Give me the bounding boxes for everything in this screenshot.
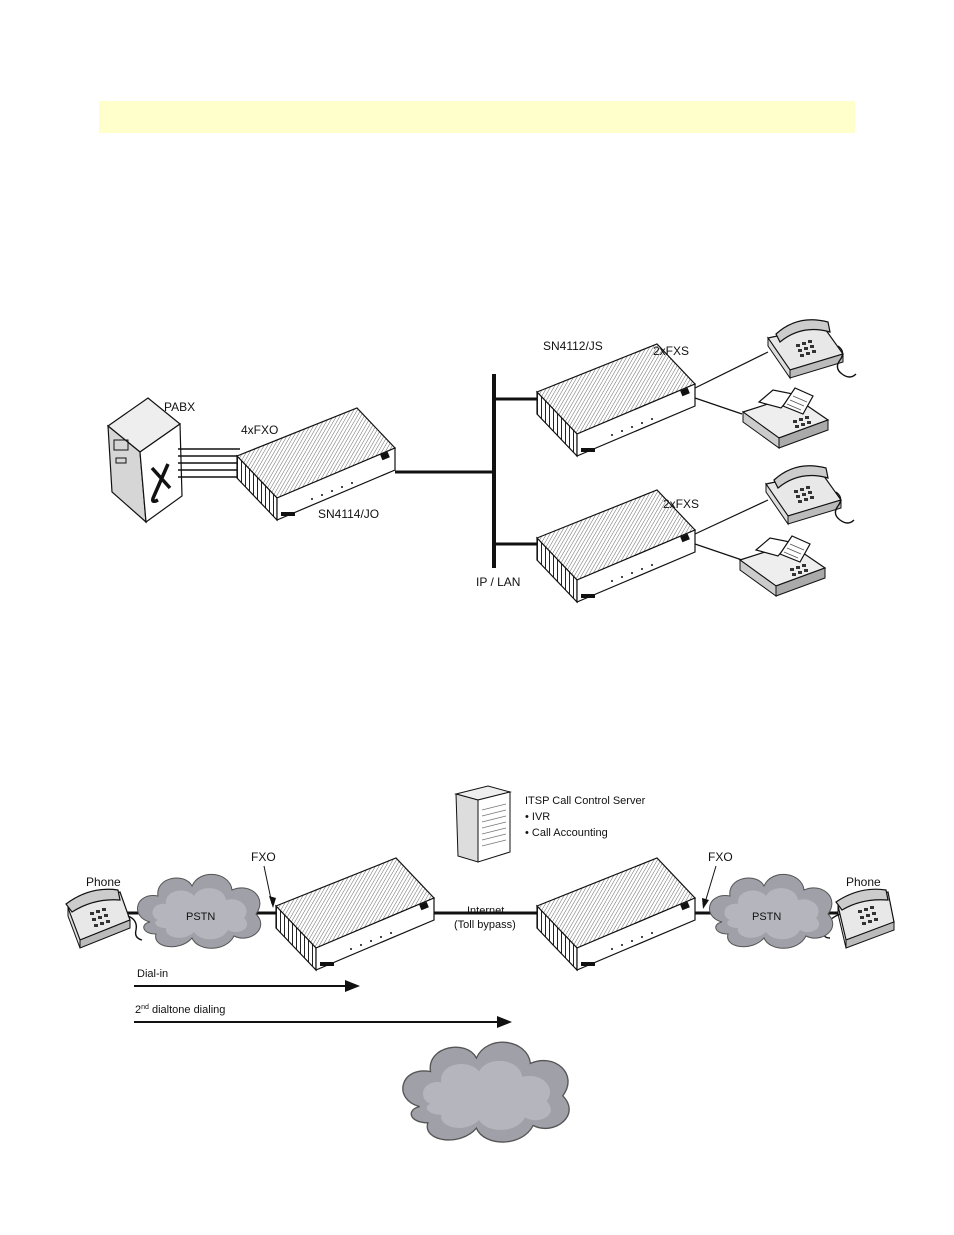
phone-left-label: Phone bbox=[86, 875, 121, 889]
pstn-left-label: PSTN bbox=[186, 911, 215, 923]
phone-left-icon bbox=[66, 889, 142, 948]
gateway-main-label: SN4114/JO bbox=[318, 507, 379, 521]
fax-icon bbox=[740, 536, 825, 596]
fxs-top-label: 2xFXS bbox=[653, 344, 689, 358]
arrow-dialtone-label: 2nd dialtone dialing bbox=[135, 1004, 225, 1016]
diagram-pabx-network: PABX 4xFXO SN4114/JO IP / LAN SN4112/JS … bbox=[108, 320, 856, 602]
pabx-icon bbox=[108, 398, 182, 522]
server-icon bbox=[456, 786, 510, 862]
fxo-label: 4xFXO bbox=[241, 423, 278, 437]
arrow-dial-in-label: Dial-in bbox=[137, 968, 168, 980]
gateway-right bbox=[537, 858, 695, 970]
pstn-right-label: PSTN bbox=[752, 911, 781, 923]
diagram-toll-bypass: ITSP Call Control Server • IVR • Call Ac… bbox=[66, 786, 894, 1142]
internet-cloud bbox=[403, 1042, 569, 1142]
server-bullet-accounting: • Call Accounting bbox=[525, 827, 608, 839]
internet-label-line2: (Toll bypass) bbox=[454, 919, 516, 931]
fxo-lines bbox=[178, 449, 240, 477]
pabx-label: PABX bbox=[164, 400, 195, 414]
phone-right-label: Phone bbox=[846, 875, 881, 889]
fax-icon bbox=[743, 388, 828, 448]
phone-icon bbox=[768, 320, 856, 378]
fxo-left-label: FXO bbox=[251, 850, 276, 864]
gateway-left bbox=[276, 858, 434, 970]
lan-label: IP / LAN bbox=[476, 575, 520, 589]
server-title: ITSP Call Control Server bbox=[525, 795, 646, 807]
phone-icon bbox=[766, 466, 854, 524]
fxo-right-label: FXO bbox=[708, 850, 733, 864]
server-bullet-ivr: • IVR bbox=[525, 811, 550, 823]
gateway-sn4112-js bbox=[537, 344, 695, 456]
internet-label-line1: Internet bbox=[467, 905, 504, 917]
gateway-top-label: SN4112/JS bbox=[543, 339, 603, 353]
phone-right-icon bbox=[824, 889, 894, 948]
fxs-bottom-label: 2xFXS bbox=[663, 497, 699, 511]
